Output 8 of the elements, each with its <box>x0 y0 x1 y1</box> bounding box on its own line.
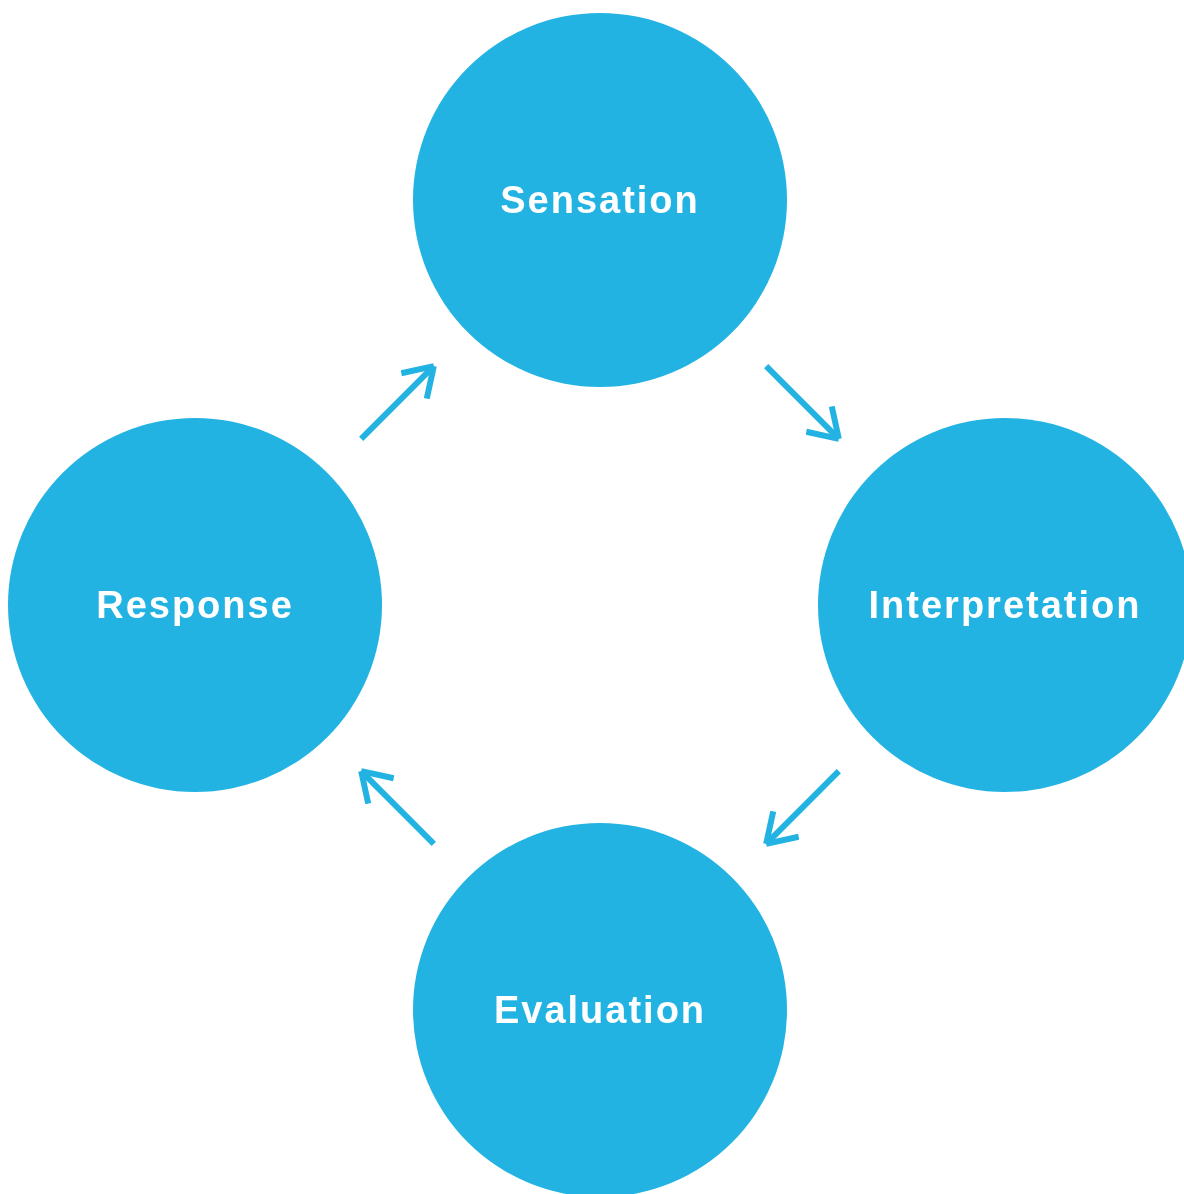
arrow <box>763 769 841 847</box>
arrow <box>358 768 436 846</box>
stage-label: Interpretation <box>868 582 1142 628</box>
stage-label: Response <box>96 582 294 628</box>
arrow <box>764 364 842 442</box>
stage-label: Evaluation <box>493 987 707 1033</box>
arrow <box>359 363 437 441</box>
stage-label: Sensation <box>500 177 700 223</box>
